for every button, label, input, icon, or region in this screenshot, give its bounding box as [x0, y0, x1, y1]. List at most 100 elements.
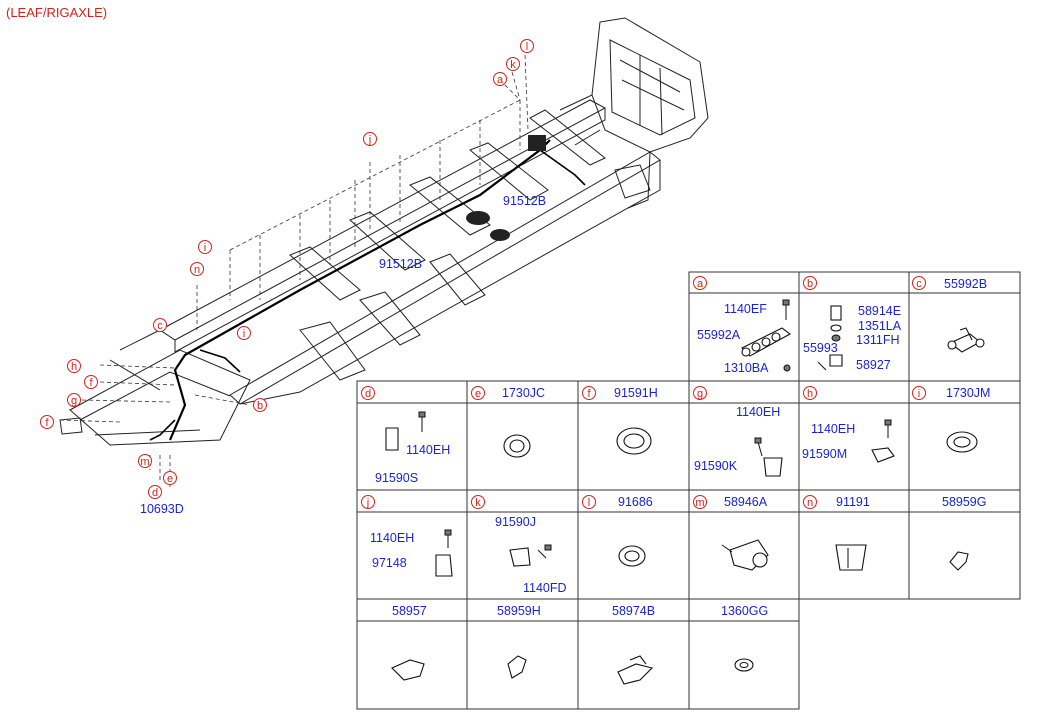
part-cell-c[interactable]: c 55992B [912, 276, 988, 353]
svg-text:l: l [526, 41, 528, 53]
svg-text:e: e [475, 388, 481, 400]
part-cell-58957[interactable]: 58957 [391, 604, 427, 681]
svg-text:1360GG: 1360GG [721, 604, 768, 618]
callout-f-upper[interactable]: f [84, 375, 98, 390]
callout-e[interactable]: e [163, 471, 177, 486]
part-cell-j[interactable]: j 1140EH 97148 [361, 495, 453, 577]
callout-a[interactable]: a [493, 72, 507, 87]
svg-text:55992B: 55992B [944, 277, 987, 291]
diagram-callouts: a k l j i n c i h f g f b m e d [40, 39, 534, 500]
svg-text:a: a [697, 278, 704, 290]
svg-text:h: h [807, 388, 813, 400]
clip-icon [435, 554, 453, 577]
callout-k[interactable]: k [506, 57, 520, 72]
elbow-connector-icon [949, 551, 969, 571]
svg-text:1140EF: 1140EF [724, 302, 767, 316]
svg-text:1310BA: 1310BA [724, 361, 769, 375]
svg-text:1140EH: 1140EH [370, 531, 414, 545]
part-cell-d[interactable]: d 1140EH 91590S [361, 386, 451, 486]
svg-text:91591H: 91591H [614, 386, 658, 400]
callout-f-lower[interactable]: f [40, 415, 54, 430]
parts-table [356, 271, 1021, 710]
svg-text:58914E: 58914E [858, 304, 901, 318]
part-cell-k[interactable]: k 91590J 1140FD [471, 495, 567, 596]
part-cell-58959G[interactable]: 58959G [942, 495, 986, 571]
svg-text:1140EH: 1140EH [406, 443, 450, 457]
svg-text:91590K: 91590K [694, 459, 738, 473]
part-cell-g[interactable]: g 1140EH 91590K [693, 386, 783, 477]
svg-text:i: i [204, 242, 206, 254]
clamp-icon [835, 544, 867, 571]
svg-text:m: m [695, 497, 704, 509]
svg-text:58959G: 58959G [942, 495, 986, 509]
svg-text:91590M: 91590M [802, 447, 847, 461]
svg-text:1140EH: 1140EH [811, 422, 855, 436]
part-cell-b[interactable]: b 58914E 1351LA 1311FH 55993 58927 [803, 276, 902, 373]
svg-text:58974B: 58974B [612, 604, 655, 618]
svg-text:1351LA: 1351LA [858, 319, 902, 333]
svg-text:e: e [167, 473, 173, 485]
fitting-icon [830, 305, 842, 321]
svg-text:h: h [71, 361, 77, 373]
part-cell-e[interactable]: e 1730JC [471, 386, 546, 458]
svg-text:1730JM: 1730JM [946, 386, 990, 400]
svg-text:l: l [588, 497, 590, 509]
svg-text:c: c [916, 278, 922, 290]
diagram-title: (LEAF/RIGAXLE) [6, 5, 108, 20]
svg-text:91191: 91191 [836, 495, 870, 509]
part-cell-a[interactable]: a 1140EF 55992A 1310BA [693, 276, 792, 376]
clip-icon [509, 547, 531, 567]
part-cell-58959H[interactable]: 58959H [497, 604, 541, 679]
svg-text:n: n [194, 264, 200, 276]
part-cell-m[interactable]: m 58946A [693, 495, 769, 571]
svg-text:b: b [807, 278, 813, 290]
svg-text:1311FH: 1311FH [856, 333, 900, 347]
svg-text:55993: 55993 [803, 341, 838, 355]
callout-h[interactable]: h [67, 359, 81, 374]
callout-i-top[interactable]: i [198, 240, 212, 255]
elbow-connector-icon [391, 659, 425, 681]
callout-g[interactable]: g [67, 393, 81, 408]
svg-text:m: m [140, 456, 149, 468]
svg-text:58957: 58957 [392, 604, 427, 618]
harness-label-lower: 91512B [379, 257, 422, 271]
clip-icon [871, 447, 895, 463]
svg-text:g: g [71, 395, 77, 407]
svg-text:f: f [89, 377, 93, 389]
svg-text:k: k [475, 497, 481, 509]
callout-b[interactable]: b [253, 398, 267, 413]
svg-text:n: n [807, 497, 813, 509]
part-cell-i[interactable]: i 1730JM [912, 386, 991, 453]
callout-d[interactable]: d [148, 485, 162, 500]
svg-text:a: a [497, 74, 504, 86]
svg-text:f: f [587, 388, 591, 400]
part-cell-f[interactable]: f 91591H [582, 386, 658, 455]
part-cell-58974B[interactable]: 58974B [612, 604, 655, 685]
chassis-frame-drawing [59, 17, 709, 490]
svg-text:d: d [365, 388, 371, 400]
svg-text:i: i [243, 328, 245, 340]
part-cell-h[interactable]: h 1140EH 91590M [802, 386, 895, 463]
svg-text:58946A: 58946A [724, 495, 768, 509]
clip-icon [385, 427, 399, 451]
part-cell-l[interactable]: l 91686 [582, 495, 653, 567]
svg-text:i: i [918, 388, 920, 400]
part-cell-n[interactable]: n 91191 [803, 495, 870, 571]
clip-icon [763, 457, 783, 477]
part-cell-1360GG[interactable]: 1360GG [721, 604, 768, 672]
svg-text:d: d [152, 487, 158, 499]
svg-text:k: k [510, 59, 516, 71]
callout-j[interactable]: j [363, 132, 377, 147]
callout-c[interactable]: c [153, 318, 167, 333]
svg-text:58927: 58927 [856, 358, 891, 372]
callout-m[interactable]: m [138, 454, 152, 469]
tee-connector-icon [617, 655, 654, 685]
callout-i-mid[interactable]: i [237, 326, 251, 341]
svg-text:1140FD: 1140FD [523, 581, 567, 595]
svg-text:j: j [366, 497, 369, 509]
svg-text:97148: 97148 [372, 556, 407, 570]
callout-n[interactable]: n [190, 262, 204, 277]
svg-text:1730JC: 1730JC [502, 386, 545, 400]
svg-text:c: c [157, 320, 163, 332]
callout-l[interactable]: l [520, 39, 534, 54]
